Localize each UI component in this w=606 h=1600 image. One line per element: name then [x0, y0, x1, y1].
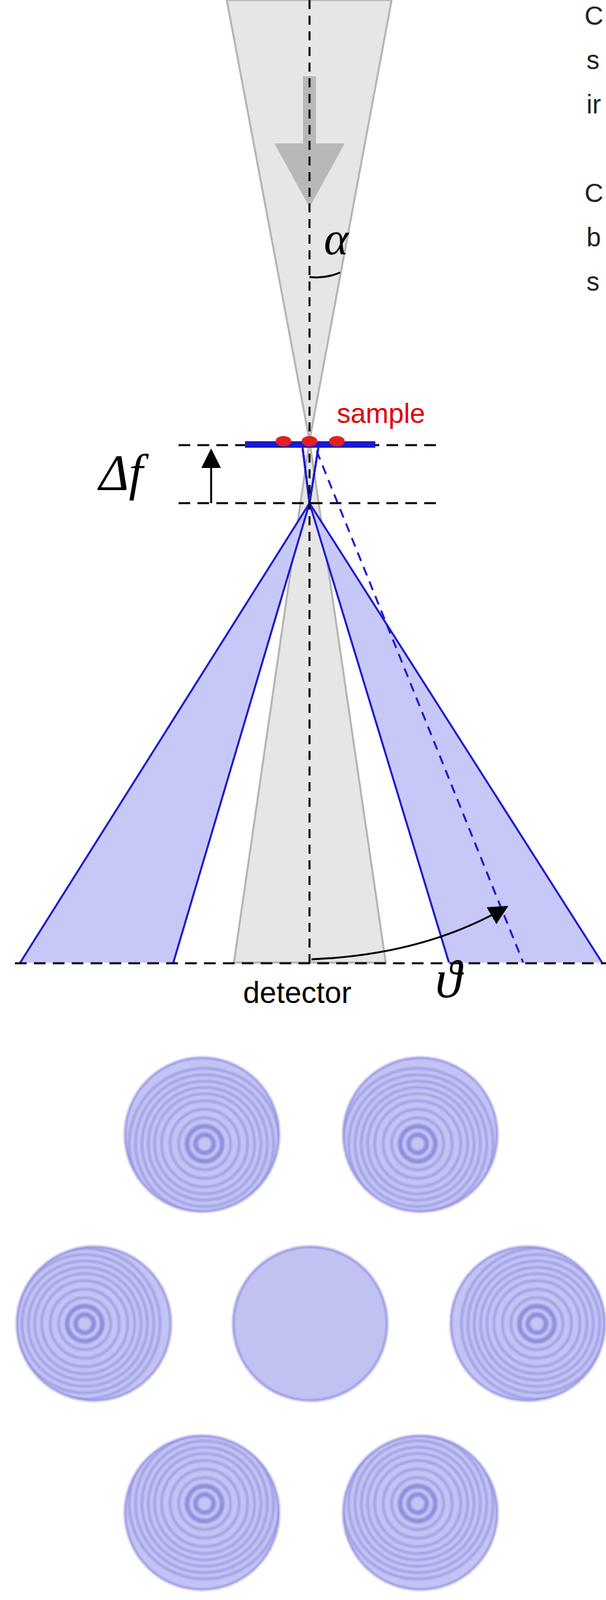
disc-rim — [343, 1057, 498, 1212]
ray-line — [20, 445, 319, 963]
sample-label: sample — [336, 400, 425, 428]
angle-label: α — [323, 215, 349, 262]
ray-line — [302, 445, 603, 963]
detector-label: detector — [243, 977, 352, 1008]
fringe-rings — [9, 1247, 161, 1400]
disc-rim — [16, 1246, 171, 1401]
diffraction-disc — [125, 1435, 279, 1590]
detector-line — [14, 962, 606, 965]
fringe-rings — [342, 1427, 494, 1579]
sample-dot — [275, 435, 292, 447]
diffraction-disc — [16, 1246, 171, 1401]
defocus-arrow — [210, 452, 213, 504]
sample-dot — [301, 435, 318, 447]
optical-axis — [308, 0, 311, 963]
disc-rim — [233, 1246, 388, 1401]
diffraction-disc — [343, 1057, 498, 1212]
sample-dot — [329, 435, 345, 447]
cut-text: b — [586, 224, 601, 251]
ray-line — [309, 445, 449, 963]
level-line — [178, 502, 437, 505]
disc-rim — [450, 1246, 605, 1401]
diffraction-disc — [343, 1435, 498, 1590]
cut-text: ir — [586, 91, 601, 118]
disc-rim — [343, 1435, 498, 1590]
ray-dashed — [316, 450, 524, 963]
cut-text: C — [584, 179, 604, 206]
angle-arc — [309, 272, 341, 278]
angle-label: ϑ — [435, 952, 462, 1007]
diffraction-disc — [125, 1057, 279, 1212]
cut-text: s — [586, 268, 600, 295]
fringe-rings — [129, 1067, 281, 1220]
angle-arrow — [311, 907, 505, 960]
diffraction-disc — [450, 1246, 605, 1401]
disc-rim — [125, 1435, 279, 1590]
fringe-rings — [342, 1067, 494, 1220]
defocus-label: Δf — [99, 447, 143, 498]
fringe-rings — [129, 1427, 281, 1579]
cut-text: C — [584, 2, 604, 29]
disc-rim — [125, 1057, 279, 1212]
diffraction-disc — [233, 1246, 388, 1401]
cut-text: s — [586, 46, 600, 73]
ray-line — [173, 445, 310, 963]
